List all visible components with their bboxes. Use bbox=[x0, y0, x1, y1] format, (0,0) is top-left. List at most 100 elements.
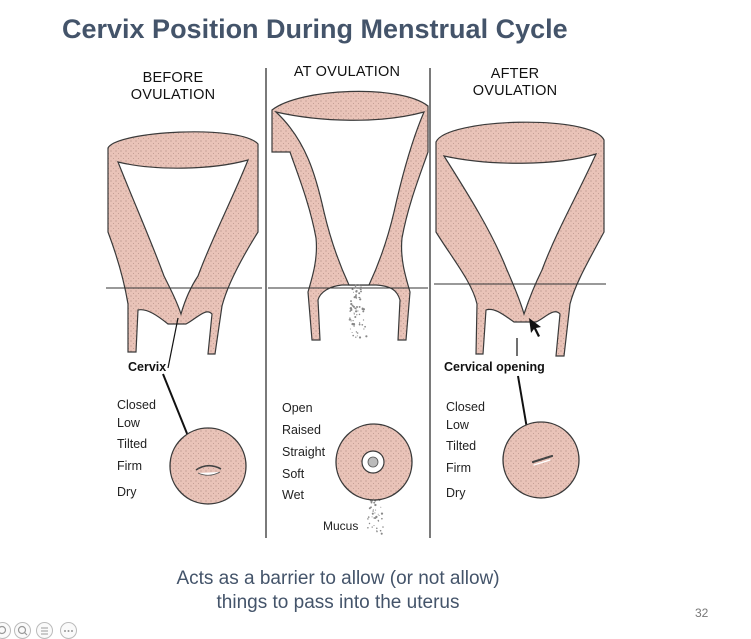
trait-item: Soft bbox=[282, 467, 305, 481]
mucus-dot bbox=[356, 314, 358, 316]
mucus-dot bbox=[359, 286, 363, 289]
trait-item: Open bbox=[282, 401, 313, 415]
trait-item: Wet bbox=[282, 488, 304, 502]
mucus-dot bbox=[356, 332, 359, 334]
mucus-dot bbox=[349, 317, 351, 319]
trait-item: Straight bbox=[282, 445, 326, 459]
mucus-dot bbox=[355, 310, 358, 313]
mucus-dot bbox=[355, 297, 358, 299]
trait-item: Closed bbox=[117, 398, 156, 412]
slides-button[interactable] bbox=[36, 622, 53, 639]
mucus-dot bbox=[350, 300, 352, 303]
mucus-dot bbox=[359, 298, 362, 301]
mucus-dot bbox=[350, 320, 352, 322]
mucus-dot bbox=[368, 522, 371, 525]
mucus-dot bbox=[356, 335, 358, 337]
mucus-dot bbox=[350, 302, 353, 306]
mucus-dot bbox=[374, 512, 376, 514]
trait-item: Raised bbox=[282, 423, 321, 437]
panel-heading-after-ovulation: AFTER OVULATION bbox=[460, 66, 570, 100]
mucus-dot bbox=[374, 503, 377, 507]
heading-line: AT OVULATION bbox=[293, 64, 401, 80]
mucus-dot bbox=[360, 288, 362, 290]
cervix-label: Cervix bbox=[128, 360, 167, 374]
mucus-dot bbox=[381, 517, 383, 520]
heading-line: BEFORE bbox=[142, 70, 204, 86]
panel-heading-before-ovulation: BEFORE OVULATION bbox=[118, 70, 228, 104]
mucus-dot bbox=[358, 323, 361, 326]
uterus-at-ovulation bbox=[271, 90, 429, 341]
heading-line: AFTER bbox=[490, 66, 540, 82]
mucus-dot bbox=[353, 313, 355, 315]
mucus-dot bbox=[367, 527, 369, 529]
mucus-dot bbox=[348, 318, 351, 321]
slide-title: Cervix Position During Menstrual Cycle bbox=[62, 14, 568, 44]
mucus-dot bbox=[375, 509, 377, 511]
mucus-dot bbox=[354, 315, 357, 319]
mucus-dot bbox=[358, 284, 361, 287]
mucus-dot bbox=[382, 526, 384, 528]
mucus-dot bbox=[372, 510, 374, 512]
trait-item: Firm bbox=[446, 461, 471, 475]
uterus-before-ovulation bbox=[107, 131, 259, 355]
mucus-dot bbox=[374, 517, 377, 519]
mucus-dot bbox=[357, 310, 359, 312]
slides-icon bbox=[41, 627, 48, 635]
mucus-dot bbox=[351, 304, 354, 307]
mucus-dot bbox=[371, 526, 373, 528]
notes-button[interactable] bbox=[14, 622, 31, 639]
mucus-dot bbox=[367, 518, 369, 520]
heading-line: OVULATION bbox=[472, 83, 558, 99]
mucus-dot bbox=[367, 516, 370, 518]
mucus-dot bbox=[372, 509, 374, 511]
cervix-face-closed bbox=[169, 427, 247, 505]
notes-icon bbox=[17, 625, 28, 636]
mucus-dot bbox=[362, 319, 365, 321]
mucus-dot bbox=[363, 328, 365, 330]
mucus-dot bbox=[371, 512, 374, 515]
mucus-dot bbox=[349, 307, 352, 310]
zoom-button[interactable] bbox=[0, 622, 11, 639]
mucus-dot bbox=[371, 516, 373, 518]
more-options-button[interactable] bbox=[60, 622, 77, 639]
mucus-dot bbox=[370, 501, 373, 504]
mucus-dot bbox=[358, 313, 361, 316]
mucus-dot bbox=[352, 288, 354, 291]
mucus-dot bbox=[353, 291, 354, 293]
mucus-dot bbox=[356, 306, 358, 308]
mucus-dot bbox=[358, 292, 361, 295]
mucus-dot bbox=[356, 290, 358, 292]
mucus-dot bbox=[379, 529, 382, 532]
trait-item: Dry bbox=[446, 486, 466, 500]
mucus-dot bbox=[359, 296, 361, 299]
mucus-dot bbox=[352, 334, 355, 337]
cervical-opening-label: Cervical opening bbox=[444, 360, 545, 374]
mucus-dot bbox=[355, 336, 357, 338]
mucus-dot bbox=[380, 506, 382, 508]
trait-item: Low bbox=[446, 418, 469, 432]
caption-line: things to pass into the uterus bbox=[216, 592, 460, 613]
more-options-icon bbox=[64, 630, 73, 632]
mucus-dot bbox=[370, 506, 372, 509]
mucus-dot bbox=[352, 323, 356, 326]
mucus-dot bbox=[358, 322, 361, 324]
mucus-label: Mucus bbox=[323, 519, 359, 533]
zoom-icon bbox=[0, 625, 7, 635]
mucus-dot bbox=[349, 310, 352, 312]
mucus-dot bbox=[361, 323, 364, 326]
mucus-dot bbox=[349, 318, 352, 321]
caption-line: Acts as a barrier to allow (or not allow… bbox=[176, 568, 500, 589]
mucus-dot bbox=[353, 325, 355, 327]
panel-heading-at-ovulation: AT OVULATION bbox=[282, 64, 412, 81]
mucus-dot bbox=[352, 319, 354, 322]
mucus-dot bbox=[373, 525, 375, 527]
mucus-dot bbox=[360, 290, 362, 293]
mucus-dot bbox=[352, 305, 355, 308]
mucus-dot bbox=[355, 331, 358, 333]
mucus-dot bbox=[354, 286, 357, 289]
mucus-dot bbox=[354, 307, 357, 310]
mucus-dot bbox=[359, 336, 362, 339]
uterus-after-ovulation bbox=[435, 121, 605, 357]
mucus-dot bbox=[353, 312, 355, 314]
